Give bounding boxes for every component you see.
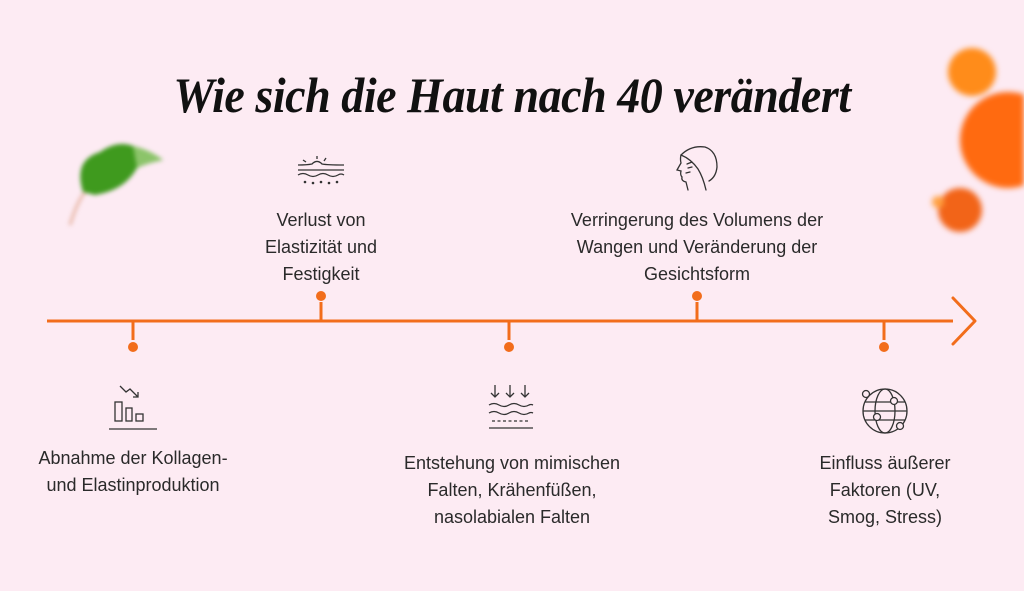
globe-network-icon xyxy=(861,388,908,434)
leaf-decoration xyxy=(68,144,163,226)
milestone-label-1: Abnahme der Kollagen- und Elastinprodukt… xyxy=(38,448,228,495)
milestone-dot-2 xyxy=(316,291,326,301)
milestone-dot-3 xyxy=(504,342,514,352)
milestone-label-3: Entstehung von mimischen Falten, Krähenf… xyxy=(403,453,621,527)
chevron-right-icon xyxy=(951,296,977,346)
skin-layers-icon xyxy=(297,156,345,185)
orange-droplets-decoration xyxy=(932,48,1024,232)
milestone-dot-1 xyxy=(128,342,138,352)
milestone-label-2: Verlust von Elastizität und Festigkeit xyxy=(264,210,378,284)
declining-bar-chart-icon xyxy=(109,385,157,430)
milestone-label-5: Einfluss äußerer Faktoren (UV, Smog, Str… xyxy=(819,453,951,527)
face-profile-icon xyxy=(676,146,718,191)
milestone-dot-5 xyxy=(879,342,889,352)
wrinkles-arrows-down-icon xyxy=(488,385,534,429)
milestone-label-4: Verringerung des Volumens der Wangen und… xyxy=(570,210,824,284)
page-title: Wie sich die Haut nach 40 verändert xyxy=(173,66,851,123)
milestone-dot-4 xyxy=(692,291,702,301)
